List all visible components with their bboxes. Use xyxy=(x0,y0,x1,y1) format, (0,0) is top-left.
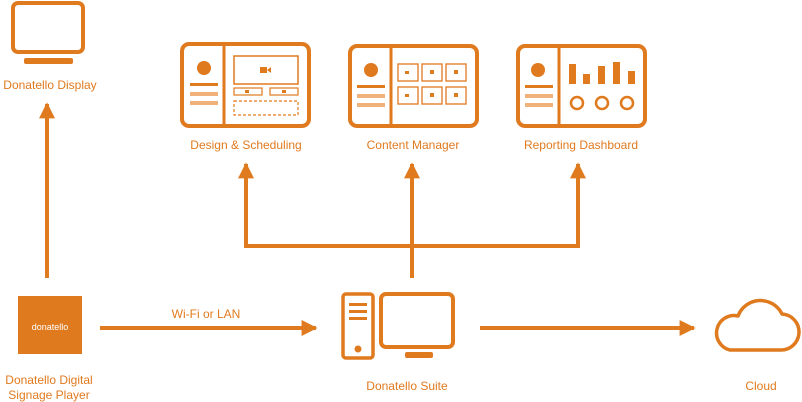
wifi-lan-label: Wi-Fi or LAN xyxy=(172,307,241,321)
design-label: Design & Scheduling xyxy=(190,138,301,152)
player-label-line2: Signage Player xyxy=(8,388,89,402)
content-label: Content Manager xyxy=(367,138,460,152)
desktop-computer-icon xyxy=(341,292,455,360)
player-label-line1: Donatello Digital xyxy=(5,373,92,387)
player-device-text: donatello xyxy=(32,322,69,332)
reporting-label: Reporting Dashboard xyxy=(524,138,638,152)
suite-label: Donatello Suite xyxy=(366,379,448,393)
monitor-icon xyxy=(11,1,85,64)
cloud-label: Cloud xyxy=(745,379,776,393)
player-box-icon: donatello xyxy=(18,296,82,354)
design-scheduling-app-icon xyxy=(180,42,311,128)
cloud-icon xyxy=(714,298,801,352)
content-manager-app-icon xyxy=(348,44,479,128)
display-label: Donatello Display xyxy=(3,78,96,92)
reporting-dashboard-app-icon xyxy=(516,44,647,128)
